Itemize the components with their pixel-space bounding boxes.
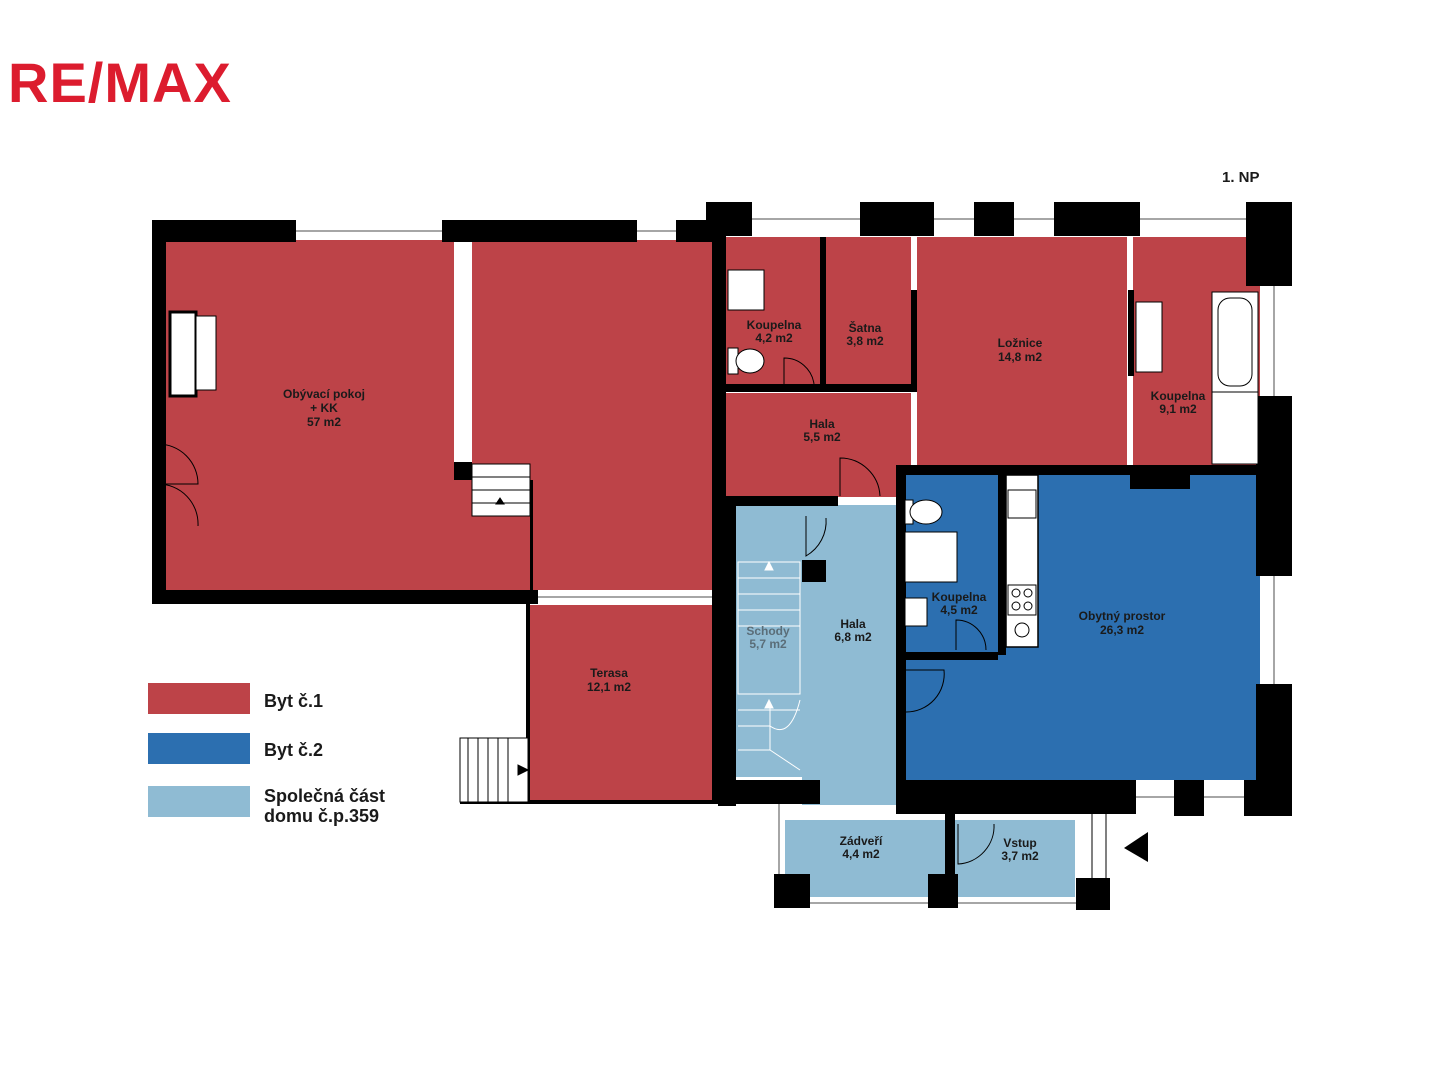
- doors: [157, 357, 995, 865]
- room-obytny-prostor: [905, 475, 1260, 780]
- label-koupelna2-name: Koupelna: [1151, 389, 1206, 403]
- fireplace: [168, 310, 198, 398]
- label-loznice-name: Ložnice: [998, 336, 1043, 350]
- label-vstup-name: Vstup: [1003, 836, 1036, 850]
- legend-swatch-common: [148, 786, 250, 817]
- legend-label-common-line2: domu č.p.359: [264, 806, 380, 826]
- remax-logo-text: RE/MAX: [8, 52, 232, 114]
- fixtures: [727, 269, 1259, 638]
- walls: [152, 202, 1292, 910]
- fireplace-hearth: [195, 315, 217, 391]
- label-satna-name: Šatna: [849, 320, 882, 335]
- label-loznice-area: 14,8 m2: [998, 350, 1042, 364]
- remax-logo: RE/MAX: [8, 52, 232, 114]
- legend-label-common-line1: Společná část: [264, 786, 386, 806]
- label-satna-area: 3,8 m2: [846, 334, 884, 348]
- room-hala-2: [802, 505, 898, 805]
- room-vstup: [955, 820, 1075, 897]
- stairs-terrace: [459, 737, 530, 803]
- label-schody-name: Schody: [746, 624, 790, 638]
- legend-label-byt2: Byt č.2: [264, 740, 324, 760]
- legend-byt2: Byt č.2: [148, 733, 323, 764]
- stairs-living: [471, 463, 531, 517]
- label-schody-area: 5,7 m2: [749, 637, 787, 651]
- legend-label-byt1: Byt č.1: [264, 691, 324, 711]
- label-koupelna1-name: Koupelna: [747, 318, 802, 332]
- label-koupelna2-area: 9,1 m2: [1159, 402, 1197, 416]
- label-hala2-area: 6,8 m2: [834, 630, 872, 644]
- label-hala1-name: Hala: [809, 417, 835, 431]
- label-obytny-name: Obytný prostor: [1079, 609, 1166, 623]
- room-satna: [826, 237, 911, 385]
- label-zadveri-name: Zádveří: [840, 834, 883, 848]
- legend-label-common: Společná část domu č.p.359: [264, 786, 385, 826]
- label-hala1-area: 5,5 m2: [803, 430, 841, 444]
- floor-label: 1. NP: [1222, 169, 1260, 186]
- room-zadveri: [785, 820, 945, 897]
- legend-swatch-byt2: [148, 733, 250, 764]
- label-koupelna3-name: Koupelna: [932, 590, 987, 604]
- label-koupelna1-area: 4,2 m2: [755, 331, 793, 345]
- label-terasa-name: Terasa: [590, 666, 628, 680]
- label-obyvaci-name2: + KK: [310, 401, 338, 415]
- room-terasa: [530, 605, 712, 802]
- windows: [296, 218, 1275, 904]
- room-obyvaci-pokoj: [165, 240, 715, 590]
- entrance-arrow-icon: [1124, 832, 1148, 862]
- label-koupelna3-area: 4,5 m2: [940, 603, 978, 617]
- label-zadveri-area: 4,4 m2: [842, 847, 880, 861]
- label-vstup-area: 3,7 m2: [1001, 849, 1039, 863]
- legend-common: Společná část domu č.p.359: [148, 786, 385, 826]
- label-hala2-name: Hala: [840, 617, 866, 631]
- label-obyvaci-area: 57 m2: [307, 415, 341, 429]
- stairs-common: [737, 560, 801, 771]
- room-hala-1: [725, 393, 911, 497]
- label-obytny-area: 26,3 m2: [1100, 623, 1144, 637]
- legend-swatch-byt1: [148, 683, 250, 714]
- legend-byt1: Byt č.1: [148, 683, 323, 714]
- room-loznice: [917, 237, 1127, 465]
- label-obyvaci-name: Obývací pokoj: [283, 387, 365, 401]
- label-terasa-area: 12,1 m2: [587, 680, 631, 694]
- room-schody: [736, 505, 802, 777]
